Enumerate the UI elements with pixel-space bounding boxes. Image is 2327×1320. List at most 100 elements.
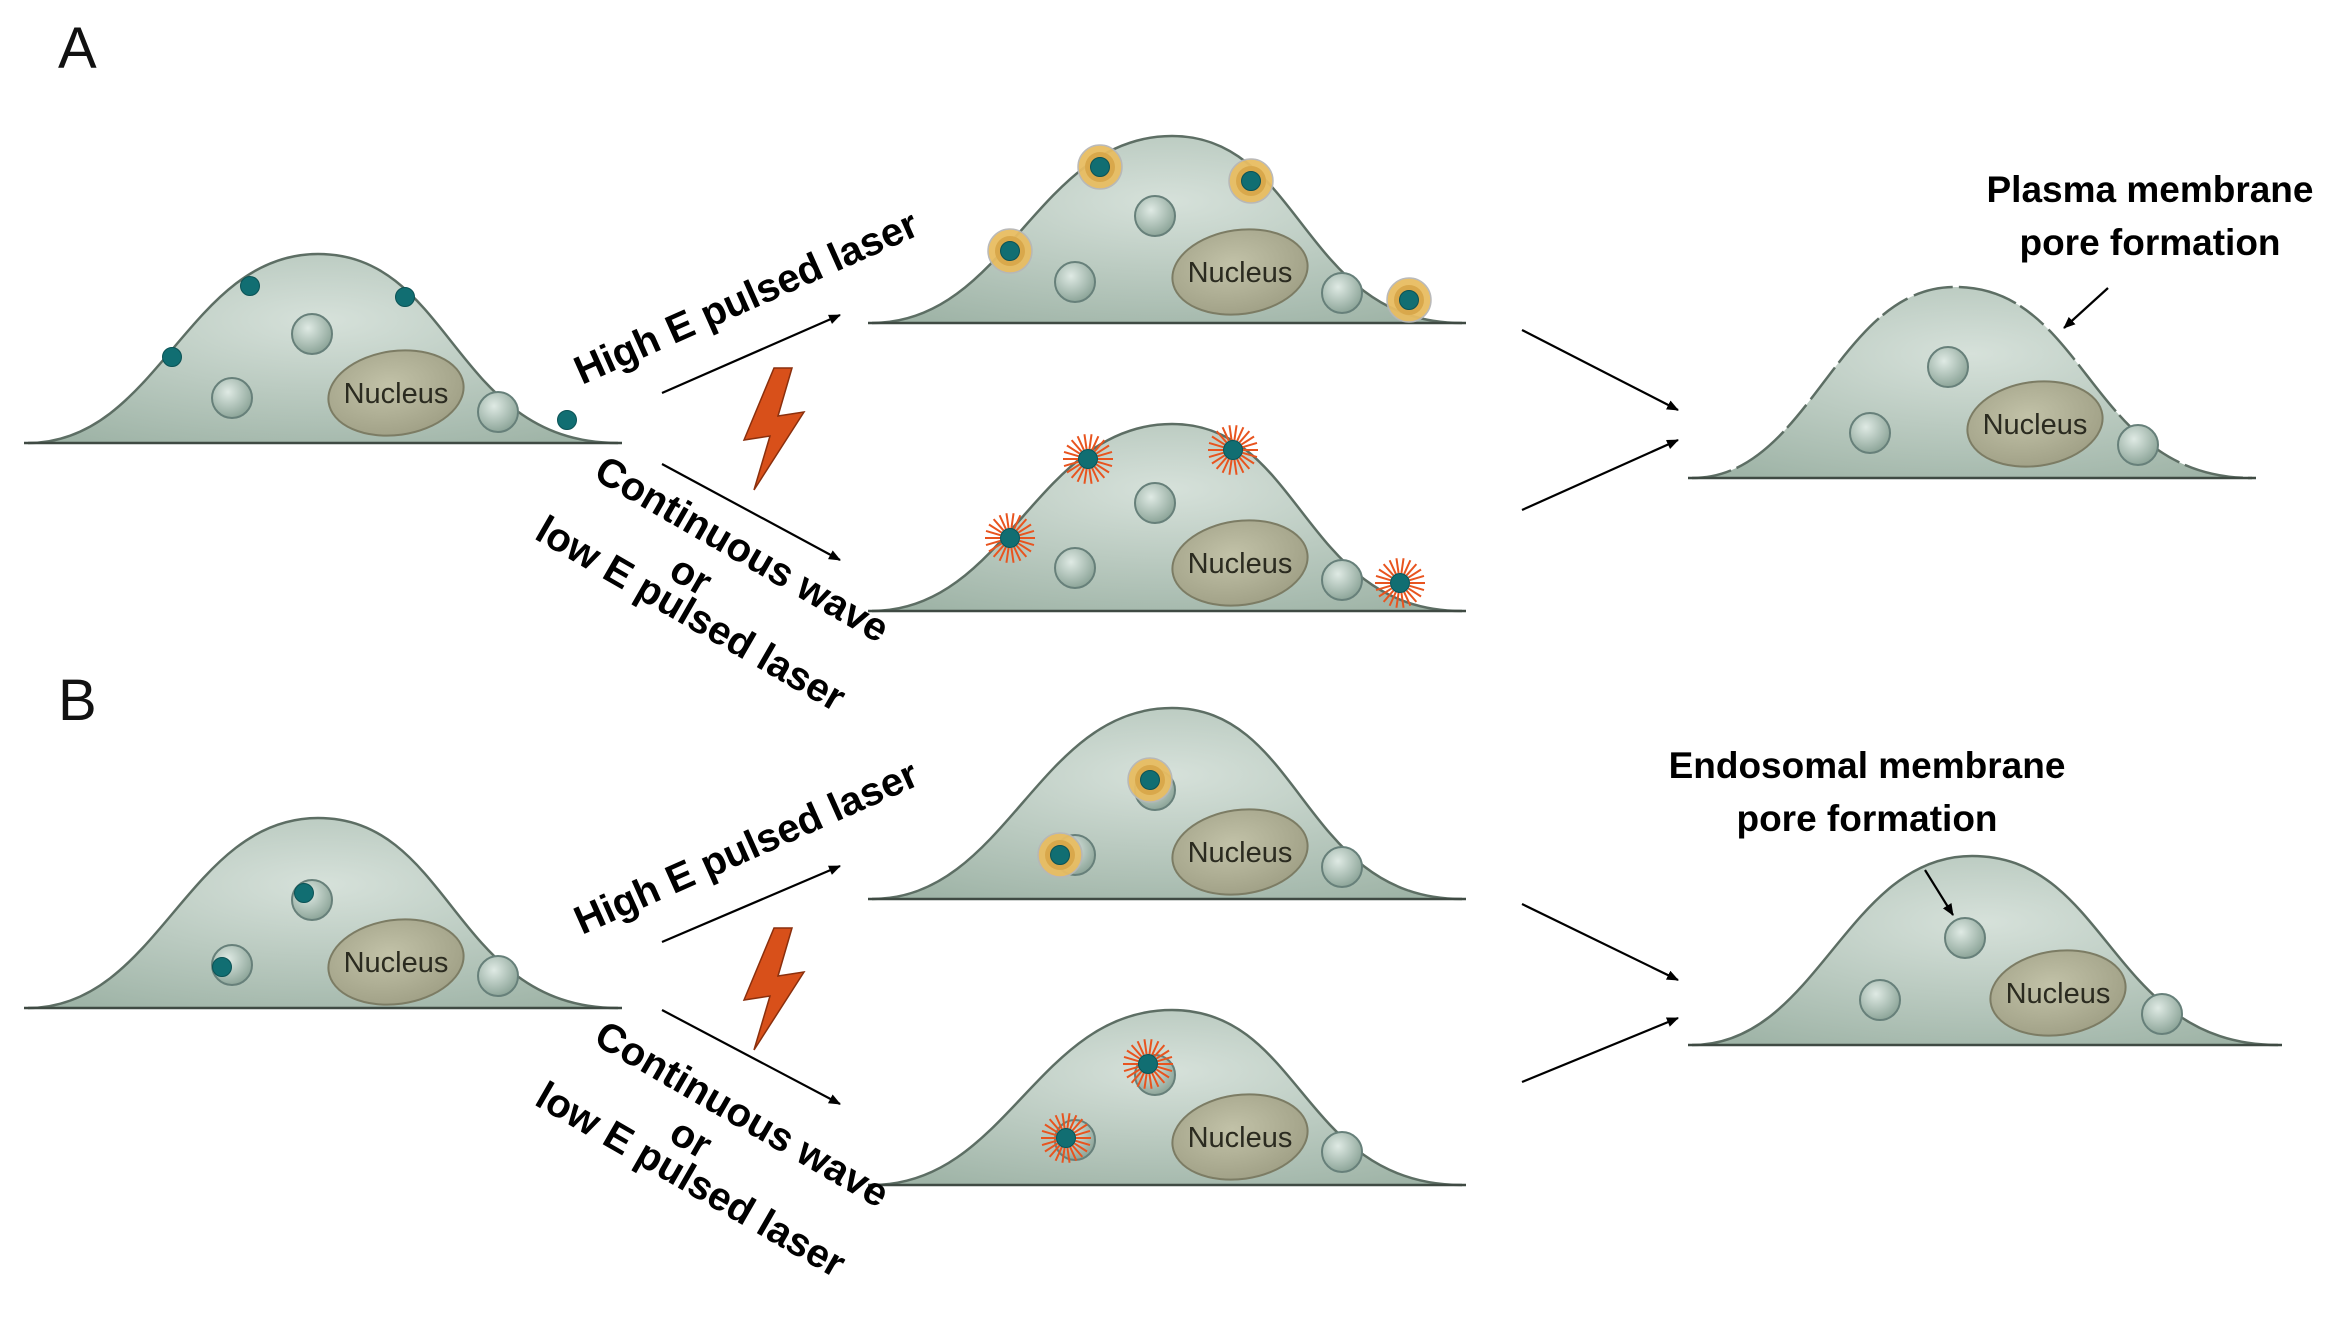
bubble-spike — [1123, 1065, 1139, 1073]
bubble-spike — [1076, 467, 1085, 483]
bubble-spike — [1136, 1072, 1145, 1088]
endosome-vesicle — [2141, 993, 2183, 1035]
nucleus-label: Nucleus — [1188, 548, 1293, 580]
bubble-spike — [1378, 587, 1393, 598]
bubble-spike — [1400, 558, 1405, 574]
heated-nanoparticle — [1140, 770, 1160, 790]
bubble-spike — [1151, 1040, 1160, 1056]
bubble-nanoparticle — [1390, 573, 1410, 593]
bubble-spike — [1407, 568, 1422, 579]
bubble-spike — [1070, 439, 1083, 453]
bubble-spike — [1153, 1070, 1166, 1084]
bubble-spike — [1126, 1049, 1141, 1060]
panel-letter: B — [58, 668, 97, 733]
bubble-nanoparticle — [1223, 440, 1243, 460]
bubble-spike — [1017, 523, 1032, 534]
bubble-spike — [1405, 589, 1418, 603]
bubble-spike — [1075, 1139, 1091, 1147]
bubble-spike — [1240, 454, 1255, 465]
vapor-bubble — [1208, 425, 1258, 475]
bubble-nanoparticle — [1000, 528, 1020, 548]
bubble-spike — [1093, 439, 1106, 453]
vapor-bubble — [1375, 558, 1425, 608]
nucleus-label: Nucleus — [1983, 409, 2088, 441]
bubble-spike — [1240, 435, 1255, 446]
bubble-spike — [1143, 1039, 1148, 1055]
arrow-icon — [1521, 1016, 1679, 1084]
high-energy-laser-label: High E pulsed laser — [568, 752, 925, 943]
endosome-vesicle — [1054, 261, 1096, 303]
bubble-spike — [1151, 1072, 1160, 1088]
bubble-spike — [988, 523, 1003, 534]
bubble-spike — [1015, 544, 1028, 558]
bubble-spike — [1238, 430, 1251, 444]
endosome-vesicle — [1944, 917, 1986, 959]
bubble-spike — [1066, 444, 1081, 455]
bubble-spike — [988, 542, 1003, 553]
bubble-spike — [1015, 518, 1028, 532]
cell-body — [1692, 856, 2278, 1045]
bubble-spike — [1066, 1147, 1071, 1163]
vapor-bubble — [1063, 434, 1113, 484]
bubble-nanoparticle — [1056, 1128, 1076, 1148]
endosome-vesicle — [1321, 846, 1363, 888]
nanoparticle — [557, 410, 577, 430]
bubble-spike — [1013, 546, 1022, 562]
bubble-spike — [1069, 1146, 1078, 1162]
bubble-spike — [1093, 465, 1106, 479]
bubble-nanoparticle — [1078, 449, 1098, 469]
bubble-spike — [1076, 435, 1085, 451]
nucleus — [1989, 949, 2127, 1037]
nucleus-label: Nucleus — [2006, 978, 2111, 1010]
result-label-line1: Plasma membrane — [1986, 169, 2313, 210]
endosome-vesicle — [1849, 412, 1891, 454]
bubble-spike — [1097, 450, 1113, 458]
heated-nanoparticle — [1000, 241, 1020, 261]
result-label-line1: Endosomal membrane — [1669, 745, 2066, 786]
bubble-spike — [1238, 456, 1251, 470]
arrow-icon — [661, 313, 841, 395]
bubble-spike — [1143, 1073, 1148, 1089]
lightning-bolt-icon — [742, 927, 806, 1051]
arrow-icon — [661, 864, 841, 944]
bubble-spike — [1395, 558, 1400, 574]
nucleus-label: Nucleus — [1188, 257, 1293, 289]
bubble-spike — [1403, 591, 1412, 607]
bubble-spike — [1375, 574, 1391, 582]
nanoparticle — [395, 287, 415, 307]
bubble-spike — [1123, 1055, 1139, 1063]
nucleus — [327, 349, 465, 437]
bubble-spike — [1208, 451, 1224, 459]
bubble-spike — [1071, 1118, 1084, 1132]
bubble-spike — [998, 546, 1007, 562]
nucleus — [327, 918, 465, 1006]
bubble-spike — [1017, 542, 1032, 553]
bubble-spike — [1136, 1040, 1145, 1056]
bubble-spike — [1063, 460, 1079, 468]
endosome-vesicle — [1859, 979, 1901, 1021]
bubble-spike — [1405, 563, 1418, 577]
bubble-spike — [1403, 559, 1412, 575]
bubble-spike — [985, 539, 1001, 547]
bubble-spike — [1395, 592, 1400, 608]
heated-nanoparticle — [1090, 157, 1110, 177]
endosome-vesicle — [1321, 272, 1363, 314]
bubble-spike — [1083, 468, 1088, 484]
endosome-vesicle — [477, 391, 519, 433]
bubble-spike — [1126, 1068, 1141, 1079]
bubble-spike — [1091, 467, 1100, 483]
bubble-spike — [1019, 529, 1035, 537]
bubble-spike — [1091, 435, 1100, 451]
bubble-spike — [985, 529, 1001, 537]
bubble-spike — [1221, 458, 1230, 474]
bubble-spike — [1400, 592, 1405, 608]
bubble-spike — [1005, 547, 1010, 563]
bubble-spike — [1048, 1144, 1061, 1158]
bubble-spike — [992, 518, 1005, 532]
bubble-spike — [1155, 1068, 1170, 1079]
bubble-spike — [1095, 444, 1110, 455]
bubble-spike — [1148, 1073, 1153, 1089]
vapor-bubble — [985, 513, 1035, 563]
